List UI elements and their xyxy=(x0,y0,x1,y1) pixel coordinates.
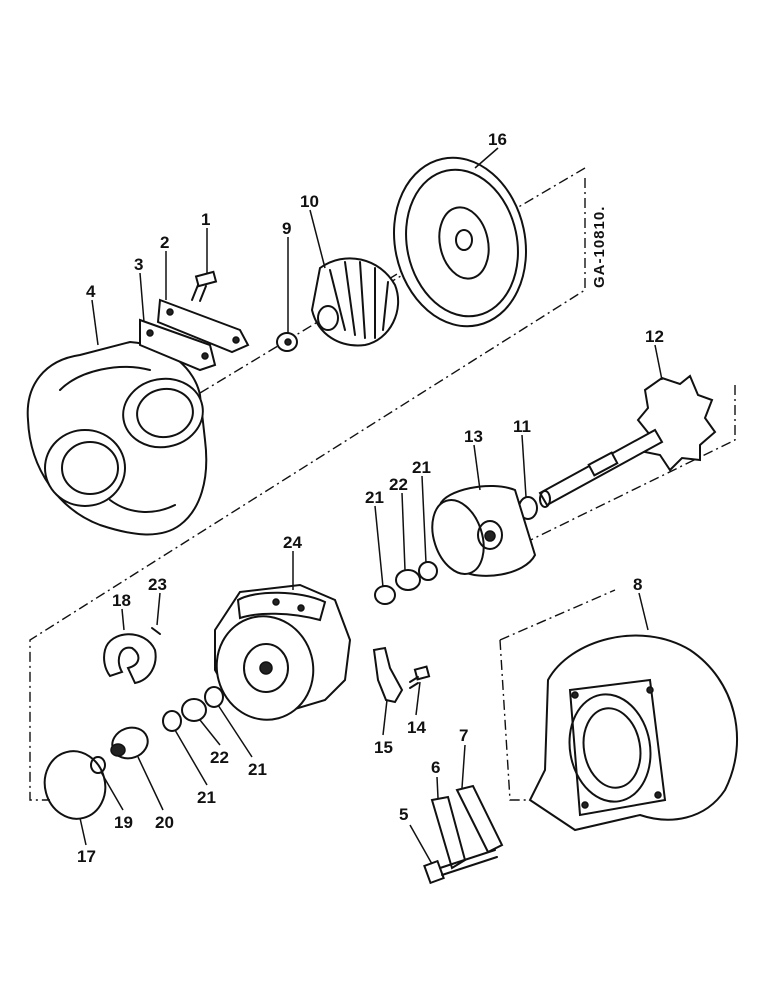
compressor-wheel-10 xyxy=(310,257,400,347)
snap-ring-21-lower-b xyxy=(204,686,224,708)
callout-23: 23 xyxy=(148,575,167,594)
snap-ring-21-upper-a xyxy=(374,585,396,605)
bearing-22-lower xyxy=(181,698,207,722)
clamp-plate-7 xyxy=(455,784,504,854)
leader-lines xyxy=(79,147,663,865)
ring-19 xyxy=(90,756,106,774)
callout-8: 8 xyxy=(633,575,642,594)
callout-10: 10 xyxy=(300,192,319,211)
turbine-housing-8 xyxy=(528,634,738,832)
heat-shield-13 xyxy=(431,484,537,577)
screw-14 xyxy=(409,665,431,689)
callout-21-lower-b: 21 xyxy=(248,760,267,779)
bearing-22-upper xyxy=(395,569,421,591)
lock-plate-3 xyxy=(139,318,217,372)
center-housing-24 xyxy=(214,583,352,721)
callout-4: 4 xyxy=(86,282,96,301)
callout-16: 16 xyxy=(488,130,507,149)
callout-22-lower: 22 xyxy=(210,748,229,767)
snap-ring-21-lower-a xyxy=(162,710,182,732)
clamp-plate-6 xyxy=(430,795,467,870)
callout-20: 20 xyxy=(155,813,174,832)
turbine-wheel-shaft-12 xyxy=(538,374,717,508)
lock-plate-15 xyxy=(372,646,404,704)
callouts: 1 2 3 4 9 10 16 12 11 13 21 22 21 24 23 … xyxy=(77,130,664,866)
lock-nut-9 xyxy=(276,332,298,352)
callout-2: 2 xyxy=(160,233,169,252)
callout-21-lower-a: 21 xyxy=(197,788,216,807)
pin-23 xyxy=(151,627,161,635)
callout-11: 11 xyxy=(513,417,531,436)
backing-plate-16 xyxy=(393,156,527,328)
snap-ring-21-upper-b xyxy=(418,561,438,581)
callout-17: 17 xyxy=(77,847,96,866)
o-ring-17 xyxy=(43,750,107,820)
callout-12: 12 xyxy=(645,327,664,346)
spacer-20 xyxy=(110,726,149,760)
callout-21-upper-b: 21 xyxy=(412,458,431,477)
callout-22-upper: 22 xyxy=(389,475,408,494)
callout-3: 3 xyxy=(134,255,143,274)
callout-21-upper-a: 21 xyxy=(365,488,384,507)
callout-19: 19 xyxy=(114,813,133,832)
callout-13: 13 xyxy=(464,427,483,446)
callout-14: 14 xyxy=(407,718,426,737)
callout-18: 18 xyxy=(112,591,131,610)
drawing-reference: GA-10810. xyxy=(591,206,608,288)
callout-9: 9 xyxy=(282,219,291,238)
compressor-housing xyxy=(26,340,208,536)
screw-1 xyxy=(191,270,218,302)
callout-6: 6 xyxy=(431,758,440,777)
callout-1: 1 xyxy=(201,210,210,229)
callout-15: 15 xyxy=(374,738,393,757)
callout-7: 7 xyxy=(459,726,468,745)
lock-plate-2 xyxy=(156,298,250,354)
callout-5: 5 xyxy=(399,805,408,824)
thrust-collar-18 xyxy=(103,633,157,685)
callout-24: 24 xyxy=(283,533,302,552)
